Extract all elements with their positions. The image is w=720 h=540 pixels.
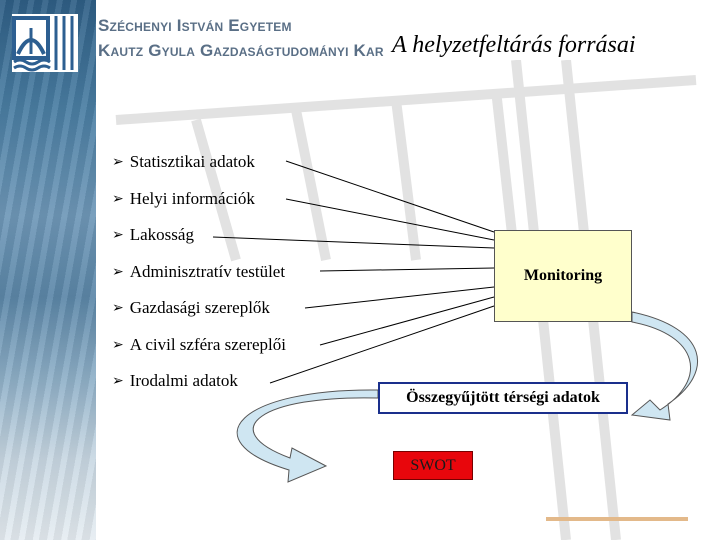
list-item: ➢Gazdasági szereplők <box>112 298 270 317</box>
slide-title: A helyzetfeltárás forrásai <box>392 32 636 58</box>
faculty-name: Kautz Gyula Gazdaságtudományi Kar <box>98 41 384 60</box>
connector-line <box>319 296 495 346</box>
list-item: ➢Helyi információk <box>112 188 255 208</box>
decorative-photo-strip <box>0 0 96 540</box>
monitoring-box: Monitoring <box>494 230 632 322</box>
swot-label: SWOT <box>410 456 456 474</box>
university-name: Széchenyi István Egyetem <box>98 16 292 35</box>
connector-lines <box>212 160 495 384</box>
connector-line <box>269 305 495 384</box>
collected-data-label: Összegyűjtött térségi adatok <box>406 389 600 406</box>
connector-line <box>304 286 495 309</box>
connector-line <box>319 267 495 272</box>
list-item: ➢Statisztikai adatok <box>112 152 255 171</box>
arrow-bullet-icon: ➢ <box>112 336 124 353</box>
list-item: ➢A civil szféra szereplői <box>112 334 286 354</box>
arrow-bullet-icon: ➢ <box>112 227 124 243</box>
list-item: ➢Adminisztratív testület <box>112 261 286 281</box>
arrow-bullet-icon: ➢ <box>112 190 124 207</box>
curved-arrow-right <box>630 311 698 421</box>
source-list: ➢Statisztikai adatok ➢Helyi információk … <box>112 152 286 408</box>
curved-arrow-left <box>236 389 379 483</box>
list-item: ➢Irodalmi adatok <box>112 371 238 390</box>
monitoring-label: Monitoring <box>523 267 603 284</box>
list-item: ➢Lakosság <box>112 225 194 244</box>
university-logo <box>12 14 78 72</box>
connector-line <box>285 198 495 241</box>
connector-line <box>285 160 495 233</box>
decorative-underline <box>546 517 688 521</box>
collected-data-box: Összegyűjtött térségi adatok <box>378 382 628 414</box>
arrow-bullet-icon: ➢ <box>112 373 124 389</box>
connector-line <box>212 236 495 249</box>
arrow-bullet-icon: ➢ <box>112 263 124 280</box>
swot-box: SWOT <box>393 451 473 480</box>
arrow-bullet-icon: ➢ <box>112 154 124 170</box>
arrow-bullet-icon: ➢ <box>112 300 124 316</box>
